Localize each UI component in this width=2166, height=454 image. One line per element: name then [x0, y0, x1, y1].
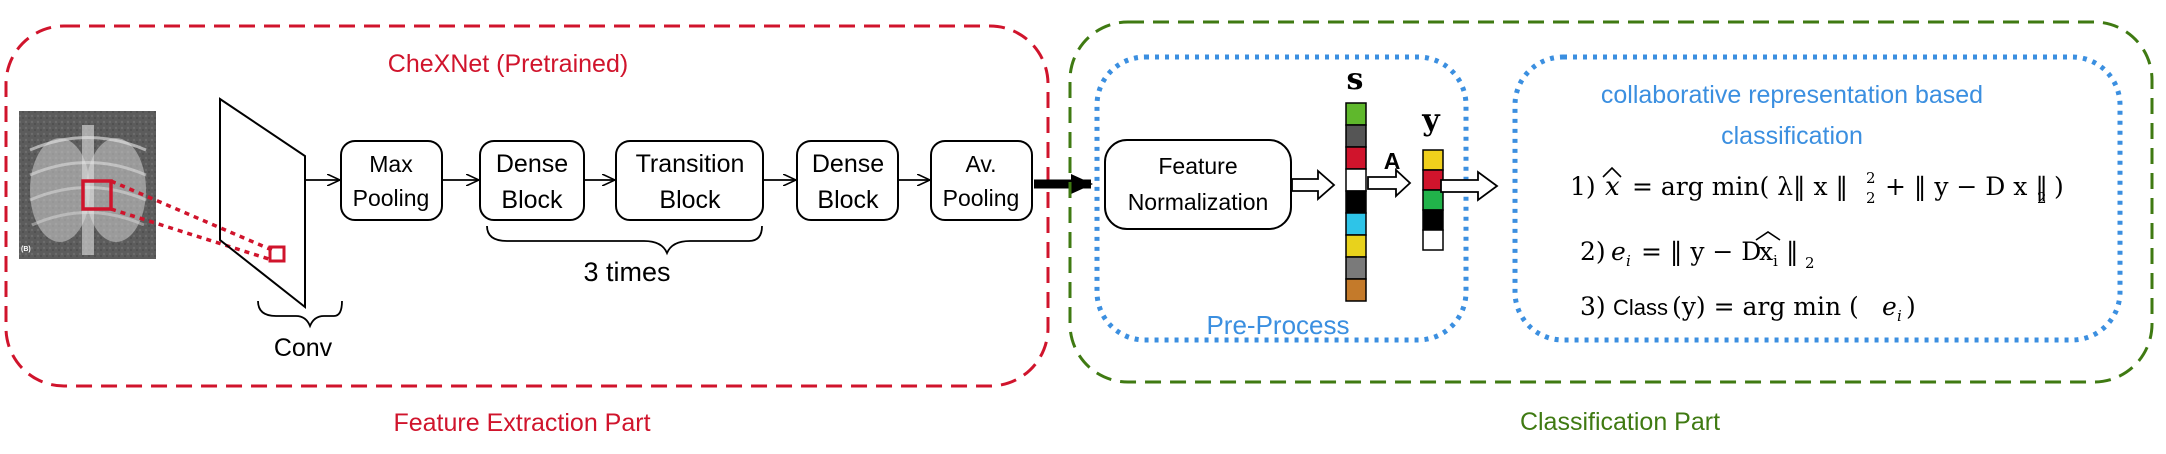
- s-vector-cell: [1345, 102, 1367, 126]
- eq3-number: 3): [1580, 292, 1606, 321]
- eq1-body: = arg min( λ‖ x ‖: [1632, 172, 1848, 202]
- crc-title-line-1: collaborative representation based: [1601, 81, 1983, 109]
- conv-label: Conv: [274, 334, 333, 362]
- equation-1: 1) x = arg min( λ‖ x ‖ 2 2 + ‖ y − D x ‖…: [1570, 166, 2064, 207]
- eq1-tail: + ‖ y − D x ‖: [1885, 172, 2048, 202]
- s-vector-cell: [1345, 256, 1367, 280]
- eq1-sub: 2: [1866, 189, 1876, 207]
- xray-patch-box: [81, 179, 113, 211]
- y-vector: [1422, 149, 1444, 251]
- equation-2: 2) e i = ‖ y − D x i ‖ 2: [1580, 231, 1815, 272]
- eq2-x-sub: i: [1773, 252, 1778, 270]
- arrow-s-to-y: [1367, 167, 1412, 199]
- eq2-tail: ‖: [1786, 237, 1799, 267]
- feature-normalization-label-1: Feature: [1158, 153, 1237, 179]
- feature-normalization-label-2: Normalization: [1128, 189, 1269, 215]
- dense-block-1-label-1: Dense: [496, 150, 568, 178]
- repeat-label: 3 times: [583, 257, 670, 287]
- y-vector-label: y: [1421, 103, 1441, 138]
- arrow-y-to-crc: [1440, 170, 1499, 202]
- eq2-tail-sub: 2: [1805, 254, 1815, 272]
- eq2-e-sub: i: [1626, 252, 1631, 270]
- xray-image: [19, 111, 156, 259]
- eq2-hat: [1755, 231, 1781, 241]
- eq1-close: ): [2054, 172, 2064, 201]
- eq1-sup: 2: [1866, 169, 1876, 187]
- eq3-close: ): [1906, 292, 1916, 321]
- eq3-e: e: [1882, 292, 1897, 321]
- eq2-body: = ‖ y − D: [1641, 237, 1761, 267]
- conv-brace: [257, 300, 343, 329]
- feature-normalization-block: [1104, 139, 1292, 230]
- eq1-tail-sub: 2: [2037, 189, 2047, 207]
- conv-plane: [219, 97, 306, 310]
- eq2-number: 2): [1580, 237, 1606, 266]
- s-vector-cell: [1345, 190, 1367, 214]
- equation-3: 3) Class (y) = arg min ( e i ): [1580, 292, 1916, 325]
- a-matrix-label: A: [1384, 148, 1401, 174]
- eq2-x: x: [1759, 237, 1773, 266]
- transition-block-label-1: Transition: [636, 150, 745, 178]
- y-vector-cell: [1422, 189, 1444, 211]
- av-pooling-label-2: Pooling: [943, 185, 1020, 211]
- preprocess-region: [1094, 54, 1469, 343]
- patch-link-bottom: [110, 207, 273, 262]
- eq1-hat: [1602, 166, 1622, 178]
- xray-tag: (B): [21, 246, 31, 253]
- repeat-brace: [486, 225, 763, 256]
- eq3-body: (y) = arg min (: [1672, 292, 1859, 321]
- dense-block-2-label-2: Block: [817, 186, 879, 214]
- chexnet-title: CheXNet (Pretrained): [388, 50, 628, 78]
- classification-region: [1068, 20, 2154, 384]
- conv-kernel-box: [268, 245, 286, 263]
- y-vector-cell: [1422, 169, 1444, 191]
- y-vector-cell: [1422, 229, 1444, 251]
- eq3-class-word: Class: [1613, 295, 1668, 320]
- av-pooling-label-1: Av.: [965, 151, 996, 177]
- arrow-norm-to-s: [1291, 169, 1336, 201]
- transition-block-label-2: Block: [659, 186, 721, 214]
- max-pooling-label-2: Pooling: [353, 185, 430, 211]
- max-pooling-label-1: Max: [369, 151, 413, 177]
- s-vector-cell: [1345, 212, 1367, 236]
- s-vector-cell: [1345, 168, 1367, 192]
- s-vector-cell: [1345, 124, 1367, 148]
- preprocess-label: Pre-Process: [1206, 310, 1349, 340]
- feature-extraction-region: [4, 24, 1050, 388]
- av-pooling-block: [930, 140, 1033, 221]
- s-vector: [1345, 102, 1367, 302]
- s-vector-cell: [1345, 234, 1367, 258]
- y-vector-cell: [1422, 209, 1444, 231]
- s-vector-cell: [1345, 278, 1367, 302]
- dense-block-1-label-2: Block: [501, 186, 563, 214]
- eq1-number: 1): [1570, 172, 1596, 201]
- crc-title-line-2: classification: [1721, 122, 1863, 150]
- eq1-xhat: x: [1605, 172, 1620, 202]
- eq3-e-sub: i: [1897, 307, 1902, 325]
- s-vector-cell: [1345, 146, 1367, 170]
- s-vector-label: s: [1347, 62, 1364, 97]
- eq2-e: e: [1611, 237, 1626, 266]
- classification-label: Classification Part: [1520, 408, 1720, 436]
- feature-extraction-label: Feature Extraction Part: [393, 409, 650, 437]
- y-vector-cell: [1422, 149, 1444, 171]
- crc-region: [1512, 54, 2123, 343]
- dense-block-2-label-1: Dense: [812, 150, 884, 178]
